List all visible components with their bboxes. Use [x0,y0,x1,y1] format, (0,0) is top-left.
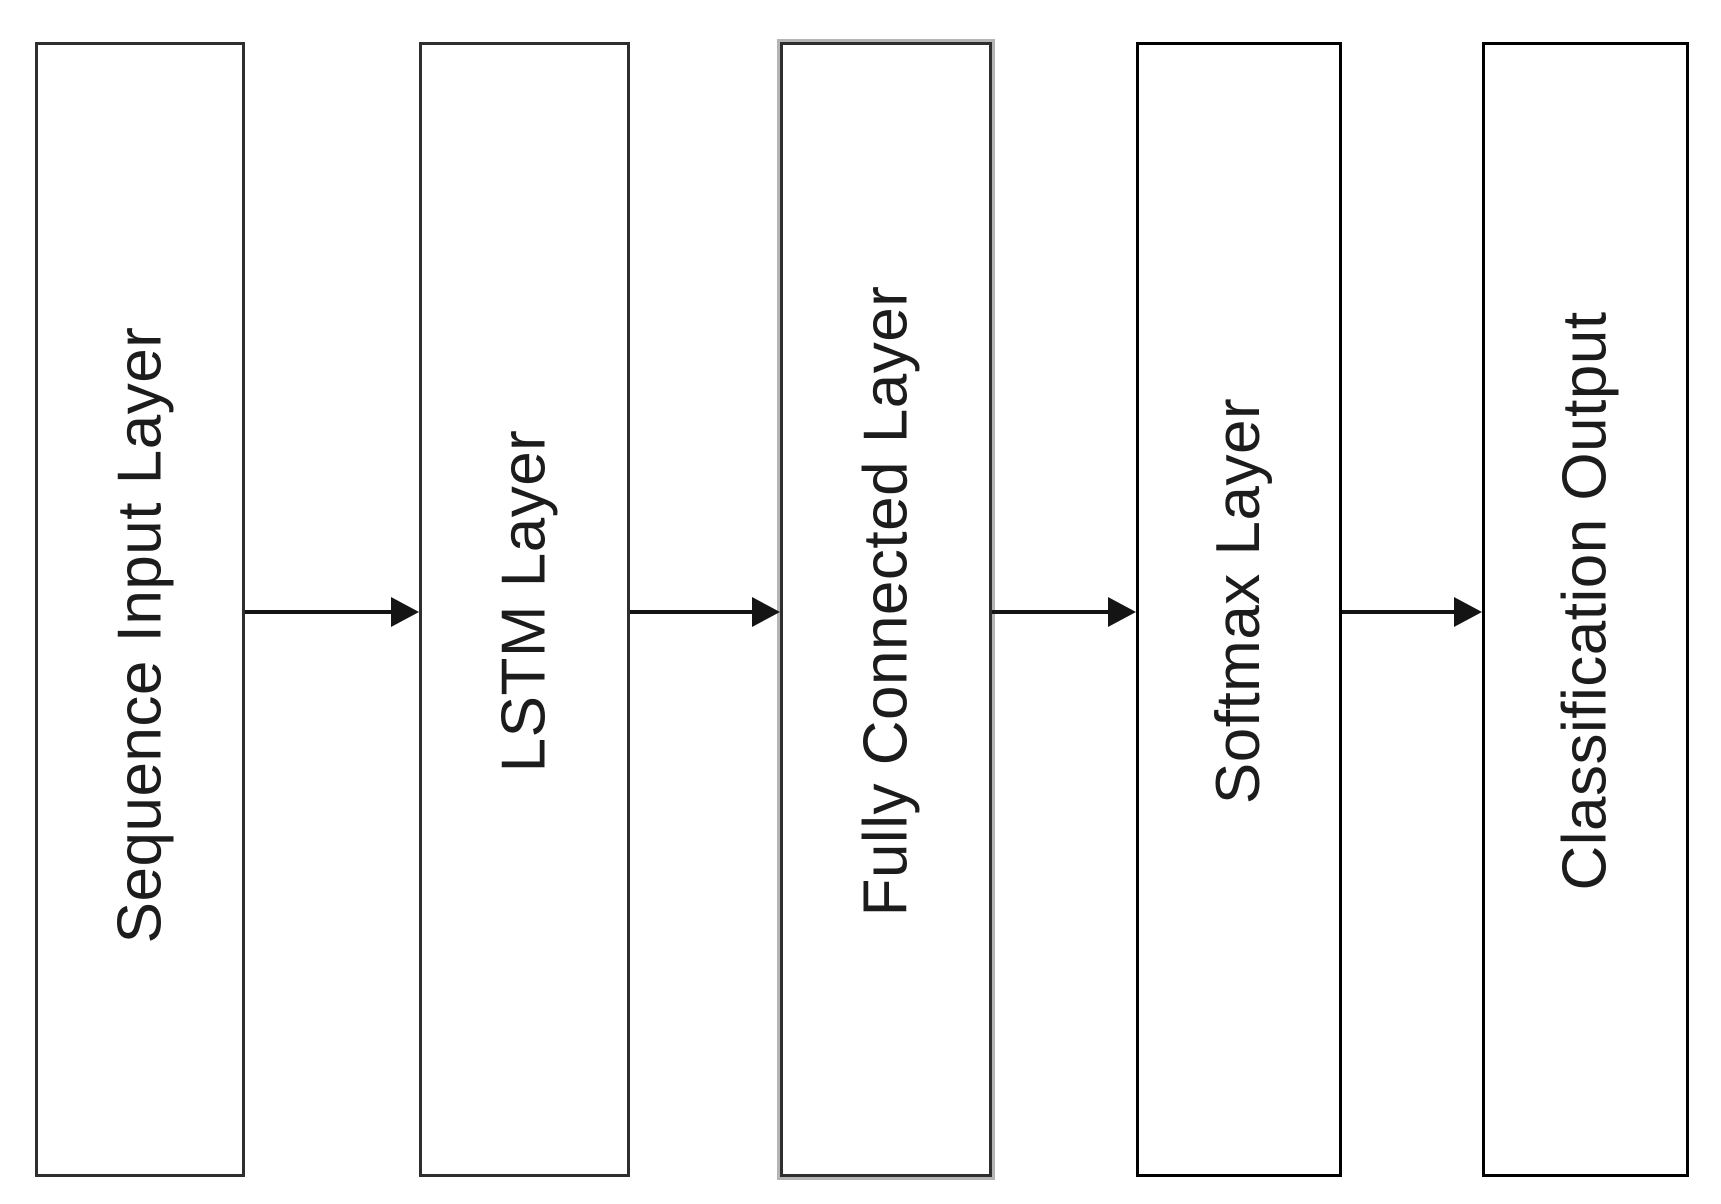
layer-box-sequence-input: Sequence Input Layer [35,42,245,1177]
arrow-line [630,610,756,614]
flow-arrow-softmax-to-output [1342,597,1482,627]
flow-arrow-input-to-lstm [245,597,419,627]
arrowhead-right-icon [1454,597,1482,627]
layer-box-softmax: Softmax Layer [1136,42,1342,1177]
layer-box-classification-output: Classification Output [1482,42,1689,1177]
layer-label-softmax: Softmax Layer [1204,397,1274,804]
arrow-line [992,610,1112,614]
layer-box-fully-connected: Fully Connected Layer [777,39,995,1180]
layer-label-lstm: LSTM Layer [489,429,559,772]
layer-label-fully-connected: Fully Connected Layer [851,285,920,916]
layer-label-sequence-input: Sequence Input Layer [105,326,174,943]
layer-label-classification-output: Classification Output [1550,310,1620,891]
arrowhead-right-icon [1108,597,1136,627]
arrow-line [1342,610,1458,614]
layer-box-lstm: LSTM Layer [419,42,630,1177]
flow-arrow-fc-to-softmax [992,597,1136,627]
arrowhead-right-icon [752,597,780,627]
arrow-line [245,610,395,614]
arrowhead-right-icon [391,597,419,627]
flow-arrow-lstm-to-fc [630,597,780,627]
